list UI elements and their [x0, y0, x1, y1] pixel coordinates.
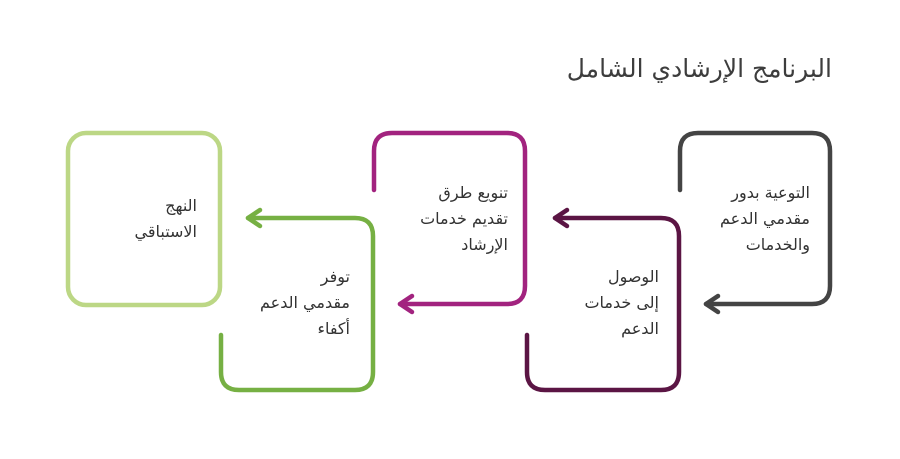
step-5-box [65, 130, 223, 308]
step-1-box [677, 130, 833, 307]
step-4-line: أكفاء [317, 319, 350, 338]
step-2-box [524, 215, 682, 393]
step-1-line: التوعية بدور [731, 183, 810, 202]
step-4-line: توفر [320, 267, 350, 286]
step-2-line: إلى خدمات [584, 293, 659, 312]
step-1-label: التوعية بدور مقدمي الدعم والخدمات [720, 180, 810, 258]
step-1-arrow-icon [703, 293, 721, 315]
step-1-line: والخدمات [745, 235, 810, 254]
step-1-line: مقدمي الدعم [720, 209, 810, 228]
step-3-line: تنويع طرق [438, 183, 508, 202]
step-5-label: النهج الاستباقي [135, 193, 198, 245]
diagram-title: البرنامج الإرشادي الشامل [566, 54, 832, 83]
step-3-line: الإرشاد [461, 235, 508, 254]
step-2-label: الوصول إلى خدمات الدعم [584, 264, 659, 342]
step-3-label: تنويع طرق تقديم خدمات الإرشاد [420, 180, 508, 258]
step-3-line: تقديم خدمات [420, 209, 508, 228]
step-4-arrow-icon [245, 207, 263, 229]
step-4-label: توفر مقدمي الدعم أكفاء [260, 264, 350, 342]
step-3-box [371, 130, 528, 307]
step-2-line: الوصول [607, 267, 659, 286]
step-2-line: الدعم [621, 319, 659, 338]
step-2-arrow-icon [552, 207, 570, 229]
step-4-box [218, 215, 376, 393]
step-5-line: النهج [165, 196, 197, 215]
step-4-line: مقدمي الدعم [260, 293, 350, 312]
step-3-arrow-icon [397, 293, 415, 315]
step-5-line: الاستباقي [134, 222, 198, 241]
